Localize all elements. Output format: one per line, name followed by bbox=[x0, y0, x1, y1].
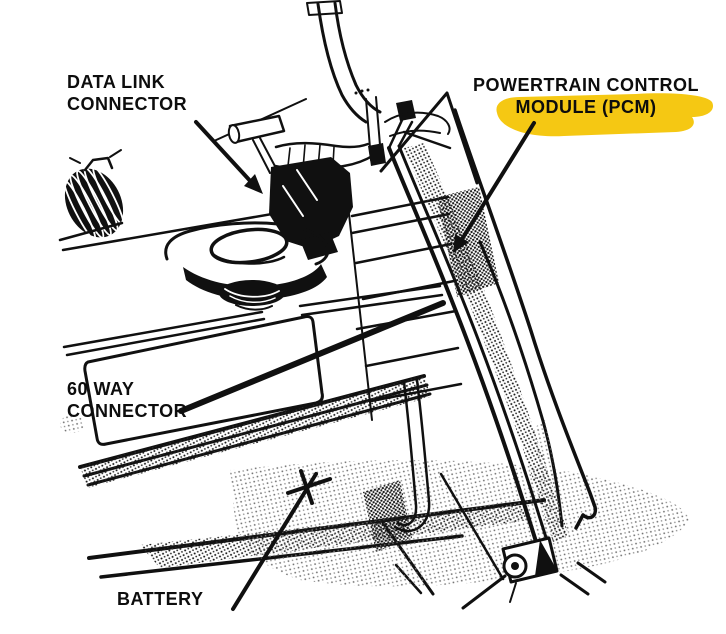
data-link-arrowhead bbox=[244, 174, 263, 194]
label-line: CONNECTOR bbox=[67, 401, 188, 421]
label-sixty-way-connector: 60 WAY CONNECTOR bbox=[67, 378, 187, 422]
label-battery: BATTERY bbox=[117, 588, 204, 610]
leader-lines bbox=[178, 120, 536, 611]
label-line: CONNECTOR bbox=[67, 94, 188, 114]
corrugated-hose bbox=[58, 149, 332, 252]
label-data-link-connector: DATA LINK CONNECTOR bbox=[67, 71, 187, 115]
sixty-way-leader-line bbox=[178, 300, 446, 414]
label-line: BATTERY bbox=[117, 589, 204, 609]
pcm-highlight-marker bbox=[496, 93, 714, 137]
battery-leader-line bbox=[231, 472, 318, 611]
label-powertrain-control-module: POWERTRAIN CONTROL MODULE (PCM) bbox=[452, 74, 720, 118]
radiator-cap-drawing bbox=[164, 221, 330, 311]
pcm-leader-line bbox=[457, 121, 536, 246]
label-line: 60 WAY bbox=[67, 379, 135, 399]
label-line: POWERTRAIN CONTROL bbox=[473, 75, 699, 95]
data-link-leader-line bbox=[194, 120, 255, 186]
battery-cross-marker bbox=[286, 469, 332, 505]
radiator-crossbars bbox=[348, 195, 463, 421]
label-line-highlighted: MODULE (PCM) bbox=[515, 97, 657, 117]
battery-drawing bbox=[60, 284, 690, 596]
fender-lines bbox=[453, 108, 607, 596]
wiring-harness bbox=[213, 0, 479, 185]
pcm-arrowhead bbox=[453, 234, 469, 253]
label-line: DATA LINK bbox=[67, 72, 166, 92]
